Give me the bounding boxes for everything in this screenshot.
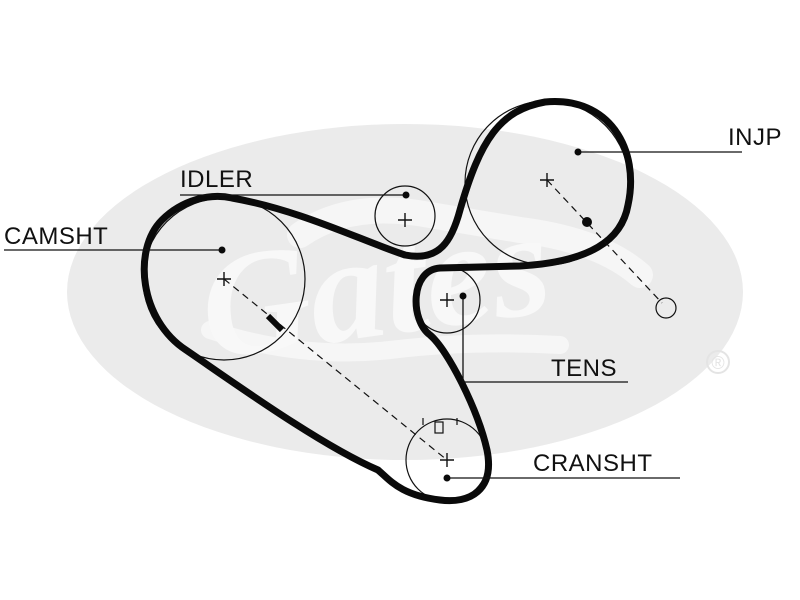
idler-leader-dot: [402, 191, 410, 199]
idler-pulley: [374, 185, 436, 247]
crankshaft-timing-mark: [434, 421, 444, 434]
camsht-leader-dot: [218, 246, 226, 254]
tens-leader-dot: [459, 292, 467, 300]
gates-watermark-logo: Gates ®: [67, 124, 743, 460]
label-camsht: CAMSHT: [4, 223, 108, 250]
camshaft-timing-mark: [265, 313, 285, 333]
label-cransht: CRANSHT: [533, 450, 653, 477]
label-injp: INJP: [728, 124, 782, 151]
timing-belt: [140, 98, 635, 505]
camshaft-center-cross: [217, 272, 231, 286]
crankshaft-mark-bracket: [422, 418, 458, 425]
injp-center-cross: [540, 173, 554, 187]
tensioner-center-cross: [440, 293, 454, 307]
label-tens: TENS: [551, 355, 617, 382]
label-idler: IDLER: [180, 166, 253, 193]
tens-leader-line: [462, 296, 628, 383]
registered-mark-ring: [706, 350, 730, 374]
injp-leader-dot: [574, 148, 582, 156]
injp-pivot-circle: [655, 297, 677, 319]
injp-alignment-line: [546, 179, 663, 304]
idler-center-cross: [398, 213, 412, 227]
crankshaft-center-cross: [440, 453, 454, 467]
cransht-leader-dot: [443, 474, 451, 482]
injp-timing-mark: [582, 217, 592, 227]
registered-mark: ®: [711, 353, 724, 373]
